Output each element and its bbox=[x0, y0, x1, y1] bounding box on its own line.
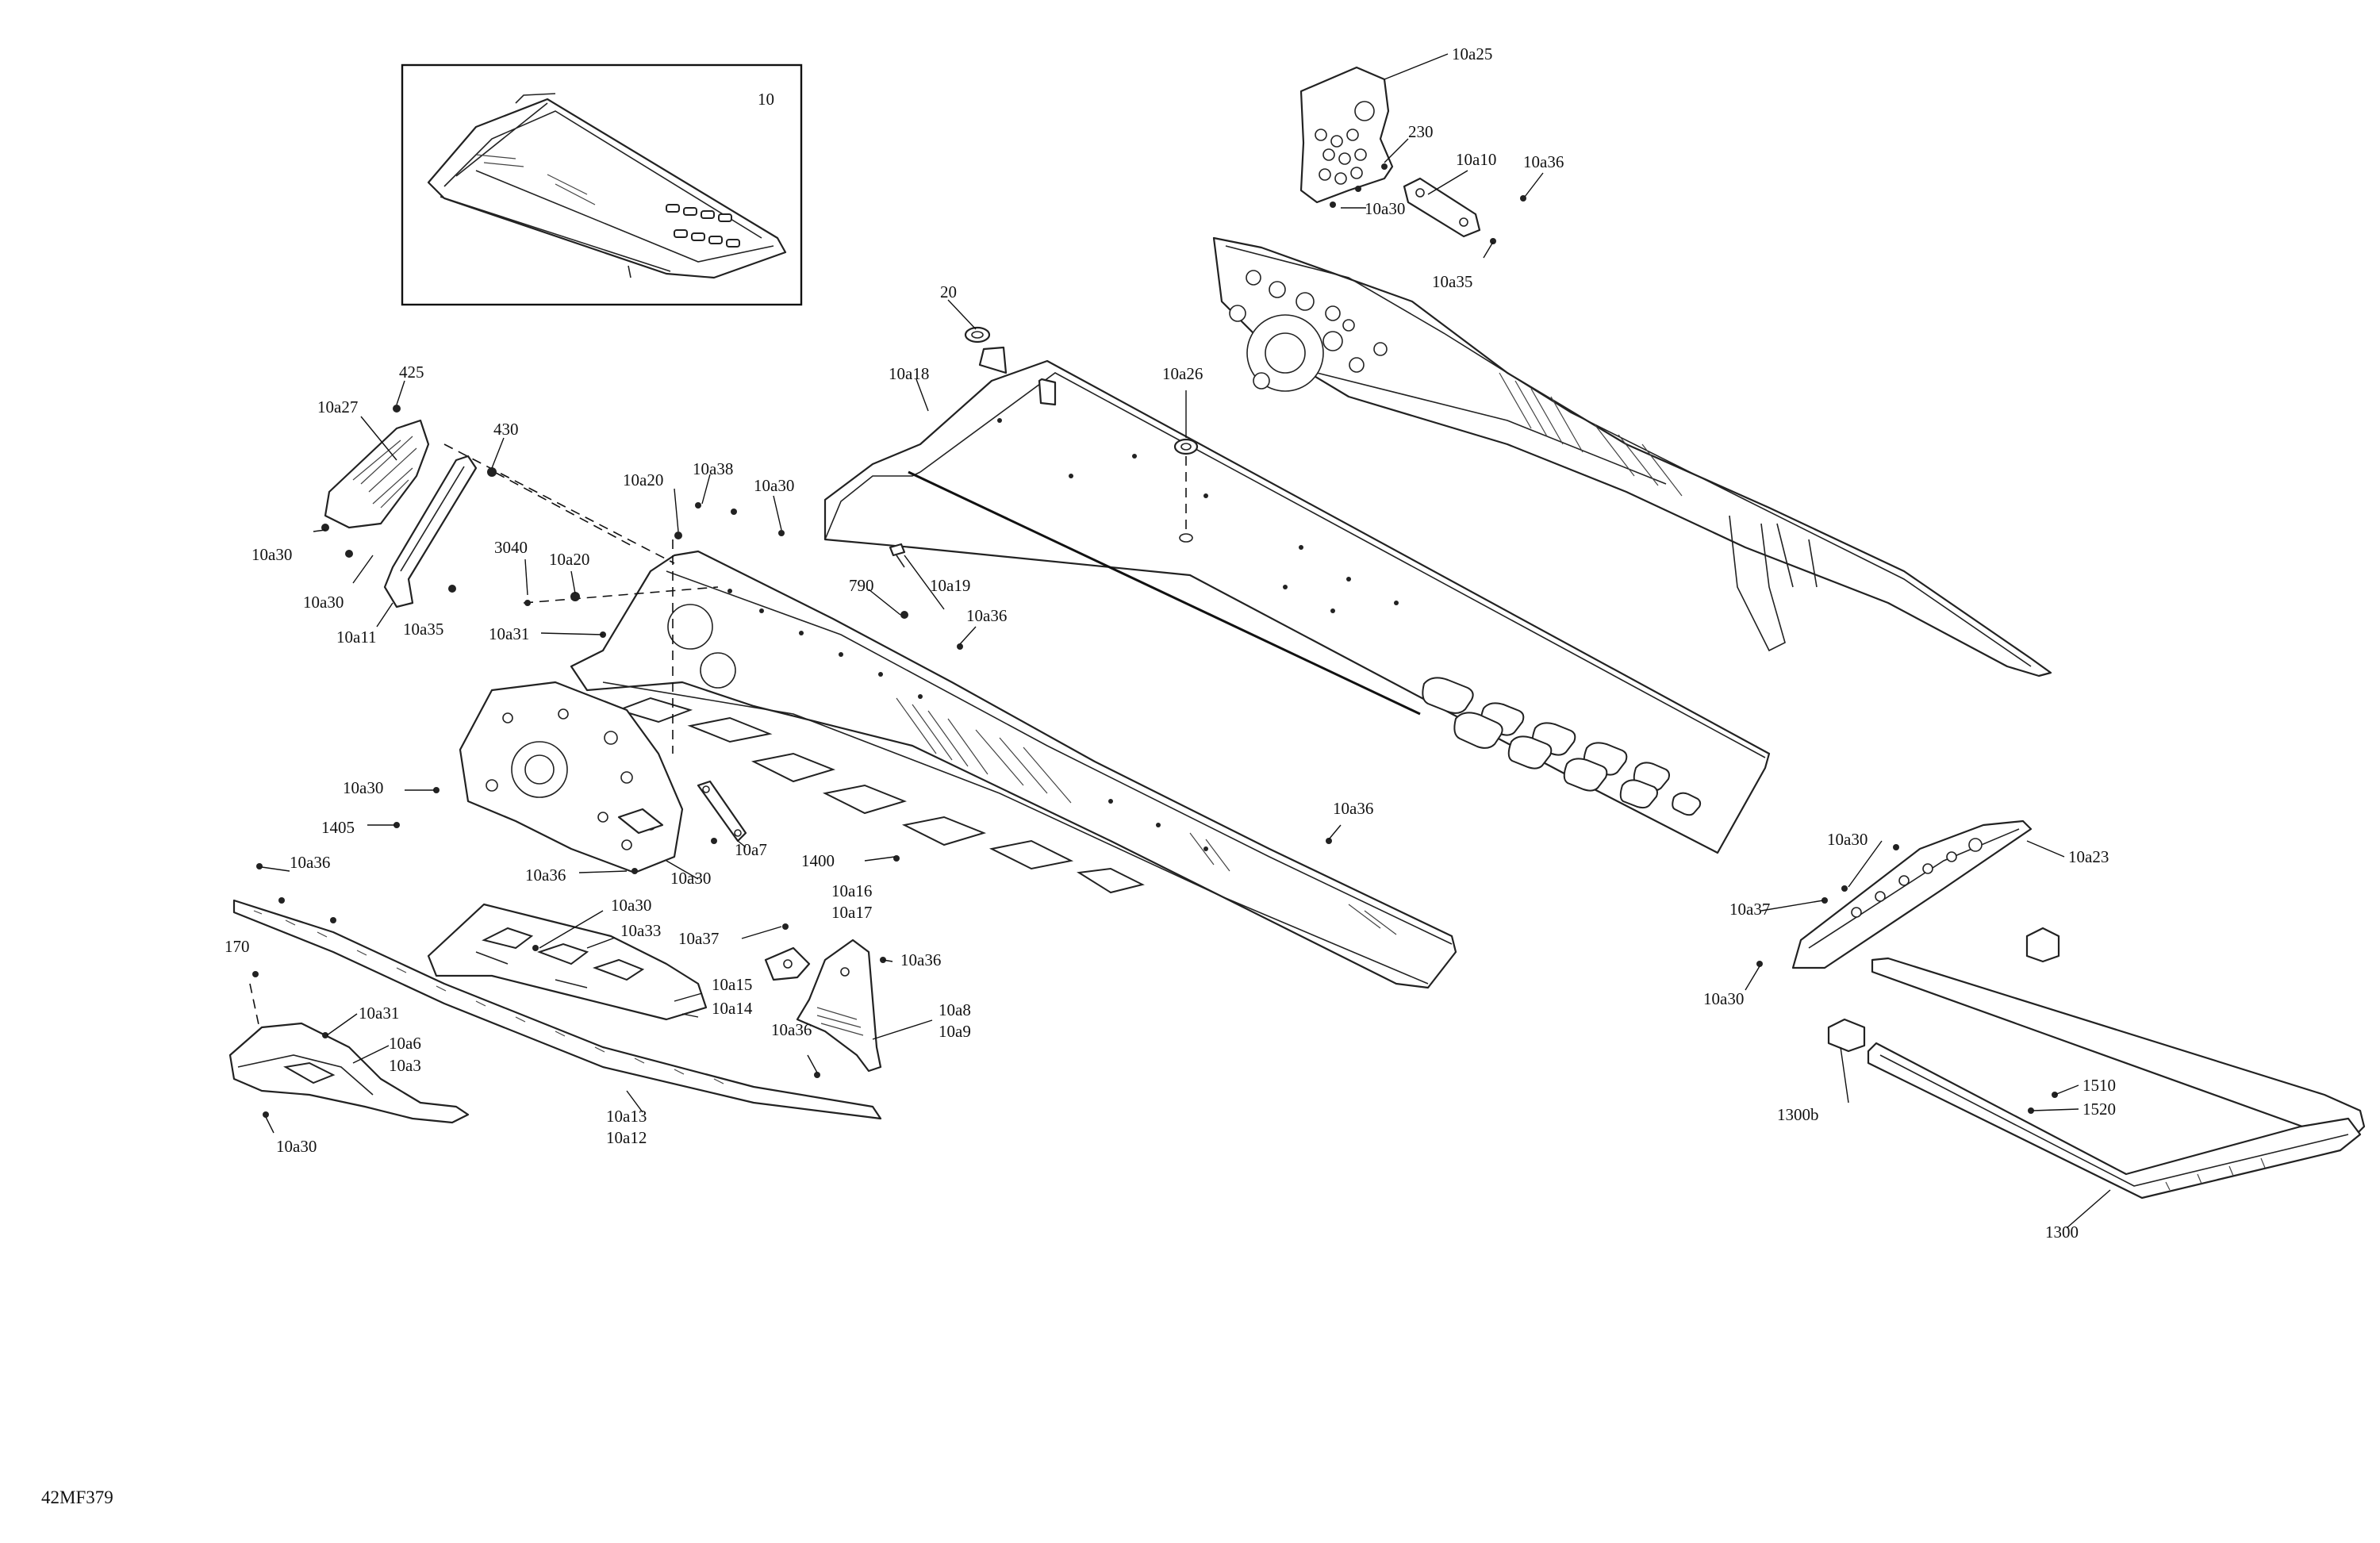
callout-10a33: 10a33 bbox=[620, 921, 661, 940]
callout-10a23: 10a23 bbox=[2068, 847, 2109, 866]
callout-10a36-a: 10a36 bbox=[966, 606, 1007, 625]
callout-10a30-e: 10a30 bbox=[670, 869, 711, 888]
callout-10a30-c: 10a30 bbox=[754, 476, 794, 495]
front-bracket-10a6 bbox=[228, 1022, 470, 1124]
callout-10a26: 10a26 bbox=[1162, 364, 1203, 383]
callout-1405: 1405 bbox=[321, 818, 355, 837]
callout-10a30-a: 10a30 bbox=[251, 545, 292, 564]
callout-10a18: 10a18 bbox=[889, 364, 929, 383]
plate-10a14 bbox=[427, 903, 708, 1021]
deck-edge-line bbox=[908, 470, 1421, 716]
end-cap-upper bbox=[2025, 927, 2060, 963]
leader-lines bbox=[261, 53, 2111, 1229]
callout-3040: 3040 bbox=[494, 538, 528, 557]
callout-230: 230 bbox=[1408, 122, 1434, 141]
callout-10a36-e: 10a36 bbox=[900, 950, 941, 969]
right-side-rail-panel bbox=[1212, 236, 2052, 677]
callout-10a38: 10a38 bbox=[693, 459, 733, 478]
support-10a11 bbox=[383, 455, 478, 608]
callout-10a16: 10a16 bbox=[831, 881, 872, 900]
callout-425: 425 bbox=[399, 363, 424, 382]
callout-20: 20 bbox=[940, 282, 957, 301]
end-cap-1300b bbox=[1827, 1018, 1866, 1053]
callout-10a37-a: 10a37 bbox=[678, 929, 719, 948]
callout-10a9: 10a9 bbox=[939, 1022, 971, 1041]
bracket-10a16 bbox=[764, 946, 811, 981]
callout-430: 430 bbox=[493, 420, 519, 439]
callout-10a30-top: 10a30 bbox=[1365, 199, 1405, 218]
callout-10a19: 10a19 bbox=[930, 576, 970, 595]
callout-10: 10 bbox=[758, 90, 774, 109]
callout-10a36-top: 10a36 bbox=[1523, 152, 1564, 171]
callout-10a30-g: 10a30 bbox=[276, 1137, 317, 1156]
callout-1300b: 1300b bbox=[1777, 1105, 1819, 1124]
callout-10a30-h: 10a30 bbox=[1827, 830, 1868, 849]
callout-10a30-i: 10a30 bbox=[1703, 989, 1744, 1008]
callout-10a12: 10a12 bbox=[606, 1128, 647, 1147]
runner-10a13 bbox=[232, 899, 882, 1120]
callout-1510: 1510 bbox=[2082, 1076, 2116, 1095]
callout-170: 170 bbox=[225, 937, 250, 956]
callout-10a30-b: 10a30 bbox=[303, 593, 344, 612]
callout-10a35: 10a35 bbox=[403, 620, 443, 639]
callout-10a8: 10a8 bbox=[939, 1000, 971, 1019]
rear-bar-1300 bbox=[1867, 957, 2366, 1199]
callout-10a25: 10a25 bbox=[1452, 44, 1492, 63]
inner-plate-1405 bbox=[459, 681, 684, 874]
left-side-rail-panel bbox=[570, 550, 1457, 989]
callout-10a31-a: 10a31 bbox=[489, 624, 529, 643]
callout-10a27: 10a27 bbox=[317, 397, 358, 416]
figure-code: 42MF379 bbox=[41, 1487, 113, 1507]
link-10a10 bbox=[1403, 177, 1481, 238]
callout-10a36-b: 10a36 bbox=[525, 866, 566, 885]
callout-10a20-a: 10a20 bbox=[623, 470, 663, 489]
bracket-10a27 bbox=[324, 419, 430, 529]
callout-10a35-top: 10a35 bbox=[1432, 272, 1472, 291]
link-10a7 bbox=[697, 780, 747, 843]
dashed-line-a bbox=[443, 443, 675, 564]
callout-10a36-d: 10a36 bbox=[290, 853, 330, 872]
callout-10a7: 10a7 bbox=[735, 840, 767, 859]
callout-10a15: 10a15 bbox=[712, 975, 752, 994]
callout-labels: 10 10a25 230 10a10 10a36 10a30 10a35 20 … bbox=[225, 44, 2116, 1242]
fastener-dots bbox=[252, 405, 2058, 1118]
callout-10a30-d: 10a30 bbox=[343, 778, 383, 797]
callout-1300: 1300 bbox=[2045, 1223, 2079, 1242]
grommet-10a26 bbox=[1173, 438, 1199, 543]
bolt-10a19 bbox=[889, 543, 906, 568]
callout-10a6: 10a6 bbox=[389, 1034, 421, 1053]
callout-10a17: 10a17 bbox=[831, 903, 872, 922]
dashed-line-e bbox=[249, 983, 263, 1040]
callout-10a36-f: 10a36 bbox=[771, 1020, 812, 1039]
dashed-line-b bbox=[495, 472, 635, 548]
bracket-10a8 bbox=[796, 938, 882, 1073]
callout-10a11: 10a11 bbox=[336, 628, 377, 647]
callout-10a10: 10a10 bbox=[1456, 150, 1496, 169]
bracket-10a25 bbox=[1299, 66, 1394, 204]
callout-10a20-b: 10a20 bbox=[549, 550, 589, 569]
callout-10a13: 10a13 bbox=[606, 1107, 647, 1126]
callout-10a14: 10a14 bbox=[712, 999, 753, 1018]
callout-10a36-c: 10a36 bbox=[1333, 799, 1373, 818]
callout-1400: 1400 bbox=[801, 851, 835, 870]
callout-10a3: 10a3 bbox=[389, 1056, 421, 1075]
callout-10a30-f: 10a30 bbox=[611, 896, 651, 915]
grommet-20 bbox=[964, 326, 991, 344]
assembly-inset bbox=[401, 63, 803, 306]
callout-10a37-b: 10a37 bbox=[1729, 900, 1770, 919]
rear-bracket-10a23 bbox=[1791, 819, 2033, 969]
callout-790: 790 bbox=[849, 576, 874, 595]
callout-10a31-b: 10a31 bbox=[359, 1004, 399, 1023]
tunnel-deck-10a18 bbox=[823, 346, 1771, 854]
dashed-line-c bbox=[523, 586, 719, 604]
callout-1520: 1520 bbox=[2082, 1100, 2116, 1119]
